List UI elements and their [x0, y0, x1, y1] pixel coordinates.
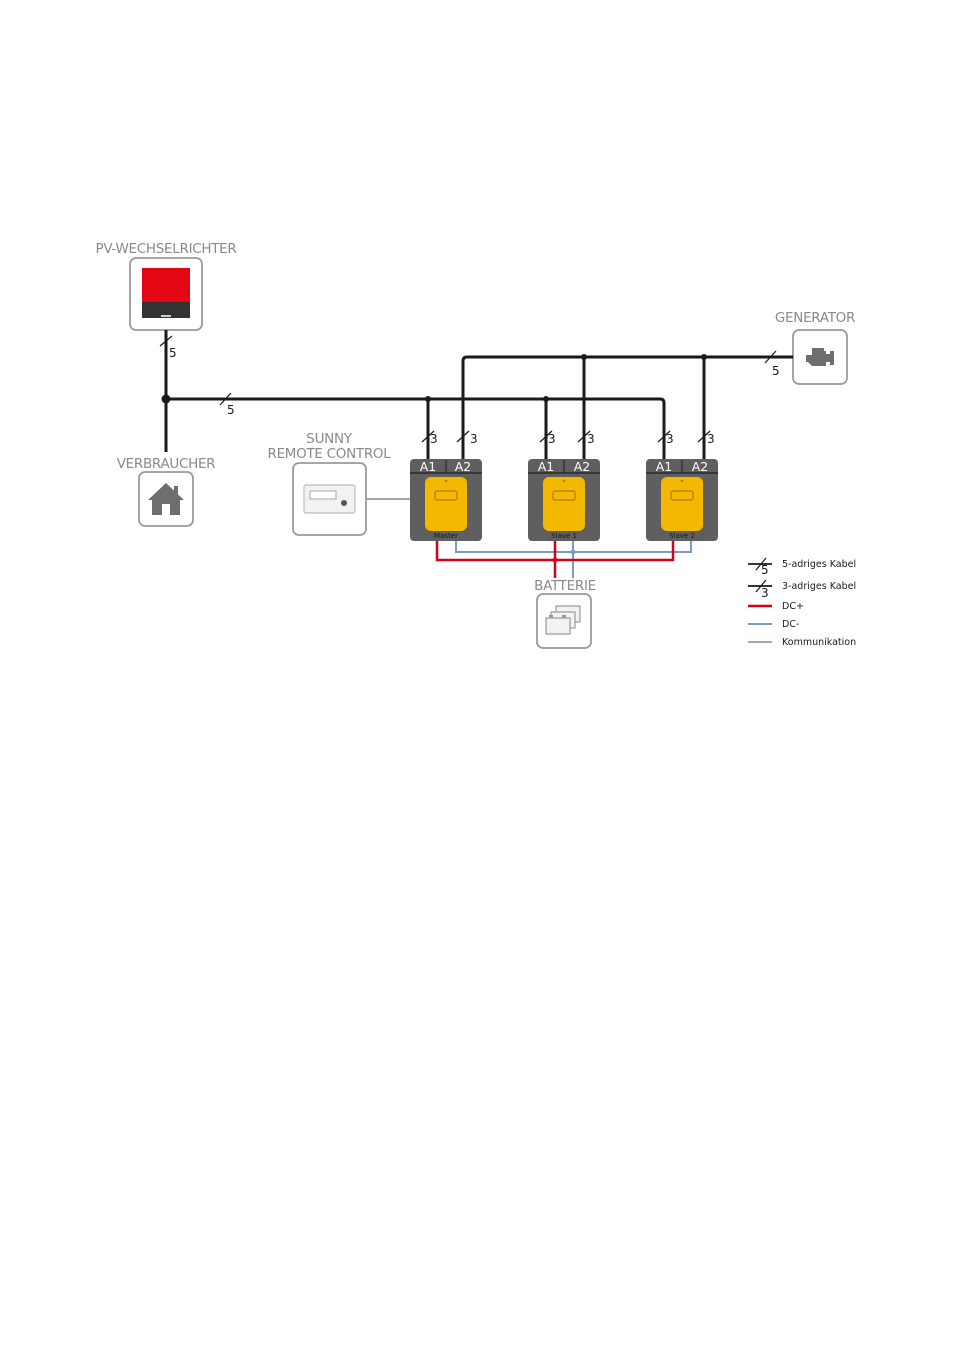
pv-inverter-icon	[129, 257, 203, 331]
ac-wiring	[161, 330, 793, 460]
inverter-slave1: A1 A2 Slave 1	[528, 459, 600, 541]
junction-consumer	[161, 394, 171, 404]
legend-item-dc-plus: DC+	[748, 601, 804, 612]
legend-dc-minus-label: DC-	[782, 619, 799, 630]
inverter-master: A1 A2 Master	[410, 459, 482, 541]
slave2-a1-cable-count: 3	[666, 432, 674, 446]
master-a2-cable-count: 3	[470, 432, 478, 446]
slave2-port-a1: A1	[656, 459, 673, 474]
legend-5-mark: 5	[761, 563, 769, 577]
inverter-slave2: A1 A2 Slave 2	[646, 459, 718, 541]
junction-slave1-a2	[581, 354, 587, 360]
slave1-a1-cable-count: 3	[548, 432, 556, 446]
cable-marks: 5 5 5 3 3 3 3 3 3	[159, 335, 780, 446]
bus-cable-count: 5	[227, 403, 235, 417]
dc-wiring	[435, 540, 692, 578]
legend-communication-label: Kommunikation	[782, 637, 856, 648]
junction-master-a1	[425, 396, 431, 402]
legend-3-label: 3-adriges Kabel	[782, 581, 856, 592]
battery-icon	[536, 593, 592, 649]
house-icon	[138, 471, 194, 527]
master-port-a2: A2	[455, 459, 472, 474]
remote-control-label-line2: REMOTE CONTROL	[268, 446, 392, 462]
slave2-port-a2: A2	[692, 459, 709, 474]
remote-control-label-line1: SUNNY	[306, 431, 352, 447]
a1-bus-line	[166, 397, 666, 460]
legend-item-5-core-cable: 5 5-adriges Kabel	[748, 557, 856, 577]
slave2-a2-cable-count: 3	[707, 432, 715, 446]
generator-label: GENERATOR	[775, 310, 855, 326]
generator-cable-count: 5	[772, 364, 780, 378]
slave1-port-a2: A2	[574, 459, 591, 474]
slave1-port-a1: A1	[538, 459, 555, 474]
legend-item-dc-minus: DC-	[748, 619, 799, 630]
pv-inverter-label: PV-WECHSELRICHTER	[96, 241, 237, 257]
generator-icon	[792, 329, 848, 385]
legend-item-3-core-cable: 3 3-adriges Kabel	[748, 579, 856, 600]
legend-item-communication: Kommunikation	[748, 637, 856, 648]
pv-cable-count: 5	[169, 346, 177, 360]
legend: 5 5-adriges Kabel 3 3-adriges Kabel DC+ …	[748, 557, 856, 648]
slave2-unit-label: Slave 2	[669, 532, 695, 540]
legend-3-mark: 3	[761, 586, 769, 600]
remote-control-icon	[292, 462, 367, 536]
slave1-unit-label: Slave 1	[551, 532, 577, 540]
slave1-a2-cable-count: 3	[587, 432, 595, 446]
master-port-a1: A1	[420, 459, 437, 474]
battery-label: BATTERIE	[534, 578, 596, 594]
master-unit-label: Master	[434, 532, 458, 540]
consumer-label: VERBRAUCHER	[117, 456, 216, 472]
legend-5-label: 5-adriges Kabel	[782, 559, 856, 570]
legend-dc-plus-label: DC+	[782, 601, 804, 612]
a2-bus-line	[461, 355, 793, 460]
junction-slave1-a1	[543, 396, 549, 402]
master-a1-cable-count: 3	[430, 432, 438, 446]
junction-slave2-a2	[701, 354, 707, 360]
